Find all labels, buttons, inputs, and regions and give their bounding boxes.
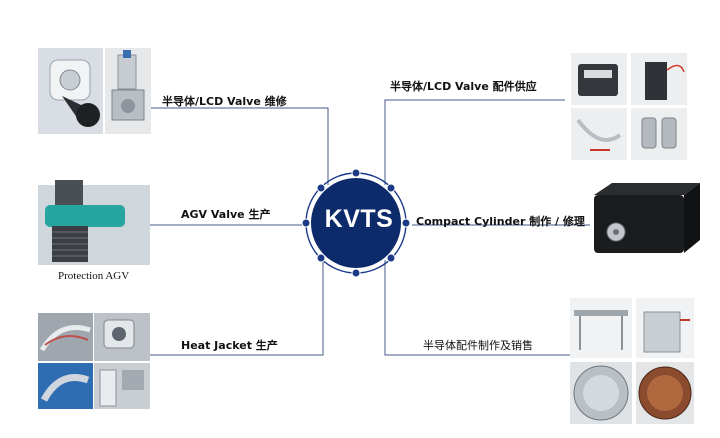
hub-dots <box>301 168 411 278</box>
connector-lcd-repair <box>150 107 329 185</box>
hub-dot <box>351 268 361 278</box>
hub-dot <box>316 253 326 263</box>
heat-jacket-photo <box>38 313 150 409</box>
hub-dot <box>386 253 396 263</box>
kvts-hub <box>301 168 411 278</box>
connector-heat-jacket <box>150 260 324 356</box>
connector-lines <box>150 99 590 356</box>
hub-dot <box>316 183 326 193</box>
label-heat-jacket: Heat Jacket 生产 <box>181 339 278 352</box>
agv-valve-render <box>38 180 150 265</box>
label-agv: AGV Valve 生产 <box>181 208 271 221</box>
hub-label: KVTS <box>324 205 394 233</box>
caption-agv: Protection AGV <box>58 270 130 282</box>
label-cylinder: Compact Cylinder 制作 / 修理 <box>416 215 585 228</box>
semiconductor-parts-photo <box>570 298 694 424</box>
label-parts-mfg: 半导体配件制作及销售 <box>423 339 533 352</box>
valve-gate-photo <box>38 48 103 134</box>
hub-core <box>311 178 401 268</box>
cylinder-block-photo <box>594 183 700 253</box>
connector-parts-mfg <box>384 260 570 356</box>
hub-dot <box>401 218 411 228</box>
hub-dot <box>386 183 396 193</box>
solenoid-valve-photo <box>105 48 151 134</box>
label-lcd-repair: 半导体/LCD Valve 维修 <box>162 95 287 108</box>
motor-part-photo <box>571 53 687 160</box>
connector-lcd-parts <box>384 99 565 185</box>
label-lcd-parts: 半导体/LCD Valve 配件供应 <box>390 80 537 93</box>
hub-dot <box>301 218 311 228</box>
hub-dot <box>351 168 361 178</box>
